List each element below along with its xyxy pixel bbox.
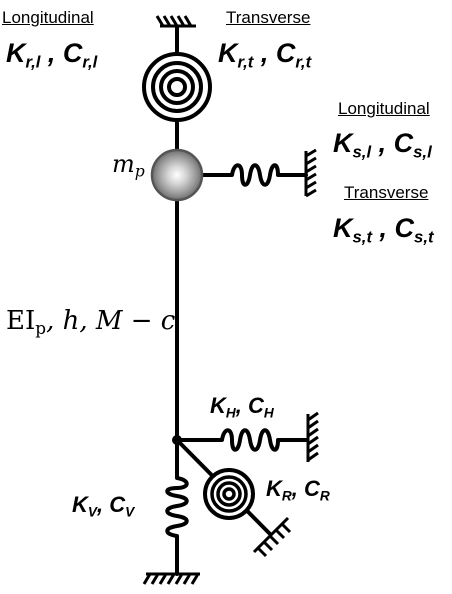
rotational-transverse-heading: Transverse [226, 8, 311, 27]
top-fixed-support [155, 15, 196, 28]
pile-head-mass [150, 148, 204, 202]
rotational-transverse-label: Kr,t , Cr,t [218, 38, 312, 72]
side-longitudinal-heading: Longitudinal [338, 99, 430, 118]
base-rocking-spring [175, 438, 273, 537]
base-horizontal-spring [175, 428, 308, 452]
side-transverse-heading: Transverse [344, 183, 429, 202]
side-fixed-support [304, 148, 317, 198]
top-rotational-spring [142, 52, 212, 122]
rocking-fixed-support [252, 516, 292, 558]
side-longitudinal-label: Ks,l , Cs,l [333, 128, 432, 162]
rotational-longitudinal-heading: Longitudinal [2, 8, 94, 27]
horizontal-fixed-support [306, 411, 319, 462]
vertical-spring-label: KV, CV [72, 492, 135, 520]
mass-label: mp [112, 150, 145, 181]
mass-side-spring [199, 163, 308, 187]
bottom-fixed-support [142, 572, 200, 585]
pile-properties-label: EIp, h, M − c [6, 306, 176, 339]
side-transverse-label: Ks,t , Cs,t [333, 213, 434, 247]
rocking-spring-label: KR, CR [266, 476, 330, 504]
rotational-longitudinal-label: Kr,l , Cr,l [6, 38, 98, 72]
horizontal-spring-label: KH, CH [210, 393, 274, 421]
base-vertical-spring [165, 438, 189, 576]
